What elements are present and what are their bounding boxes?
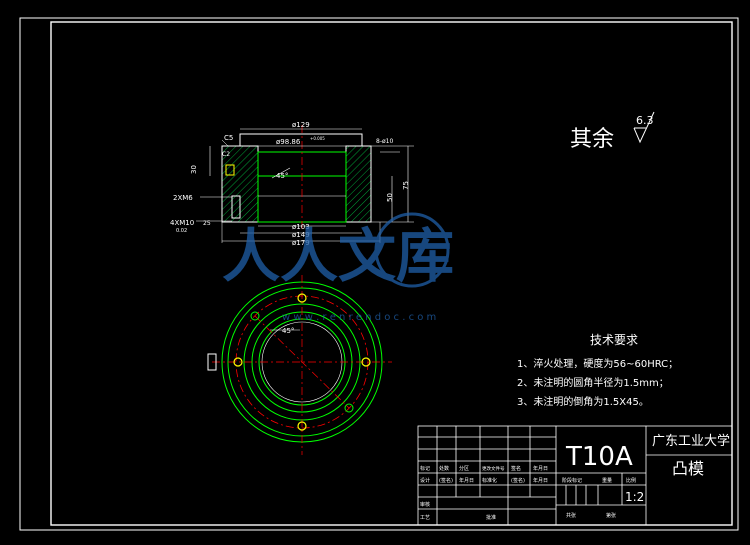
hole-right-icon — [361, 357, 371, 367]
plan-view: 45° — [207, 275, 392, 455]
lbl-stage: 阶段标记 — [562, 477, 582, 484]
pin-hole-1-icon — [250, 311, 260, 321]
dim-d129: ø129 — [292, 121, 310, 129]
dim-30: 30 — [190, 165, 198, 174]
school-name: 广东工业大学 — [652, 433, 730, 449]
outer-frame — [19, 17, 739, 531]
material: T10A — [565, 442, 633, 472]
dim-75: 75 — [402, 181, 410, 190]
watermark-logo-icon — [374, 212, 450, 288]
lbl-change: 更改文件号 — [482, 465, 505, 472]
tech-item-2: 2、未注明的圆角半径为1.5mm； — [517, 376, 669, 389]
dim-d149: ø149 — [292, 231, 310, 239]
dim-thread1: 2XM6 — [173, 194, 193, 202]
right-wall-section — [345, 145, 372, 223]
dim-depth: 25 — [203, 220, 211, 227]
side-tab — [207, 353, 217, 371]
dim-thread2: 4XM10 — [170, 219, 194, 227]
dim-tol-upper: +0.005 — [310, 136, 325, 141]
roughness-value: 6.3 — [636, 114, 654, 127]
lbl-sign: 签名 — [511, 465, 521, 472]
lbl-sign2: (签名) — [439, 477, 453, 484]
hole-bottom-icon — [297, 421, 307, 431]
roughness-symbol-icon — [633, 111, 655, 144]
scale: 1:2 — [625, 490, 644, 504]
dim-angle: 45° — [276, 172, 288, 180]
title-block-text: T10A 广东工业大学 凸模 1:2 标记 处数 分区 更改文件号 签名 年月日… — [420, 433, 730, 521]
lbl-approve: 批准 — [486, 514, 496, 521]
lbl-mark: 标记 — [420, 465, 430, 472]
lbl-review: 审核 — [420, 501, 430, 508]
lbl-date2: 年月日 — [459, 477, 474, 484]
lbl-total: 共张 — [566, 512, 576, 519]
title-block — [417, 425, 733, 526]
lbl-count: 处数 — [439, 465, 449, 472]
lbl-design: 设计 — [420, 477, 430, 484]
lbl-zone: 分区 — [459, 465, 469, 472]
lbl-weight: 重量 — [602, 477, 612, 484]
dim-d103: ø103 — [292, 223, 310, 231]
tapped-hole — [231, 195, 241, 219]
roughness-label: 其余 — [570, 127, 614, 152]
watermark-url: w w w . r e n r e n d o c . c o m — [282, 312, 436, 323]
dim-d179: ø179 — [292, 239, 310, 247]
tech-item-1: 1、淬火处理，硬度为56~60HRC； — [517, 357, 678, 370]
thread-hole — [225, 164, 235, 176]
angle-line — [271, 167, 291, 179]
watermark: 人人文库 w w w . r e n r e n d o c . c o m — [222, 212, 454, 323]
lbl-sign3: (签名) — [511, 477, 525, 484]
lbl-std: 标准化 — [482, 477, 497, 484]
tech-item-3: 3、未注明的倒角为1.5X45。 — [517, 395, 649, 408]
top-outline — [239, 133, 363, 146]
plan-angle: 45° — [282, 327, 294, 335]
centerline-diag — [254, 315, 350, 409]
watermark-text: 人人文库 — [222, 222, 454, 290]
dim-50: 50 — [386, 193, 394, 202]
lbl-date3: 年月日 — [533, 477, 548, 484]
leader-c5 — [221, 139, 229, 147]
lbl-date: 年月日 — [533, 465, 548, 472]
inner-frame — [50, 21, 733, 526]
title-block-frame — [417, 425, 733, 526]
roughness-note: 其余 6.3 — [570, 111, 655, 152]
dim-c5: C5 — [224, 134, 233, 142]
hole-top-icon — [297, 293, 307, 303]
dim-hole: 8-ø10 — [376, 138, 393, 145]
part-name: 凸模 — [672, 459, 704, 478]
tech-requirements: 技术要求 1、淬火处理，硬度为56~60HRC； 2、未注明的圆角半径为1.5m… — [517, 333, 678, 408]
hole-left-icon — [233, 357, 243, 367]
dim-c2: C2 — [222, 151, 230, 158]
dim-d98: ø98.86 — [276, 138, 301, 146]
pin-hole-2-icon — [344, 403, 354, 413]
lbl-scale: 比例 — [626, 477, 636, 484]
dim-tol-small: 0.02 — [176, 228, 187, 234]
lbl-process: 工艺 — [420, 515, 430, 521]
section-view: ø129 ø98.86 +0.005 C5 C2 8-ø10 30 75 50 … — [170, 121, 414, 247]
tech-title: 技术要求 — [590, 333, 638, 347]
lbl-sheet: 第张 — [606, 512, 616, 519]
